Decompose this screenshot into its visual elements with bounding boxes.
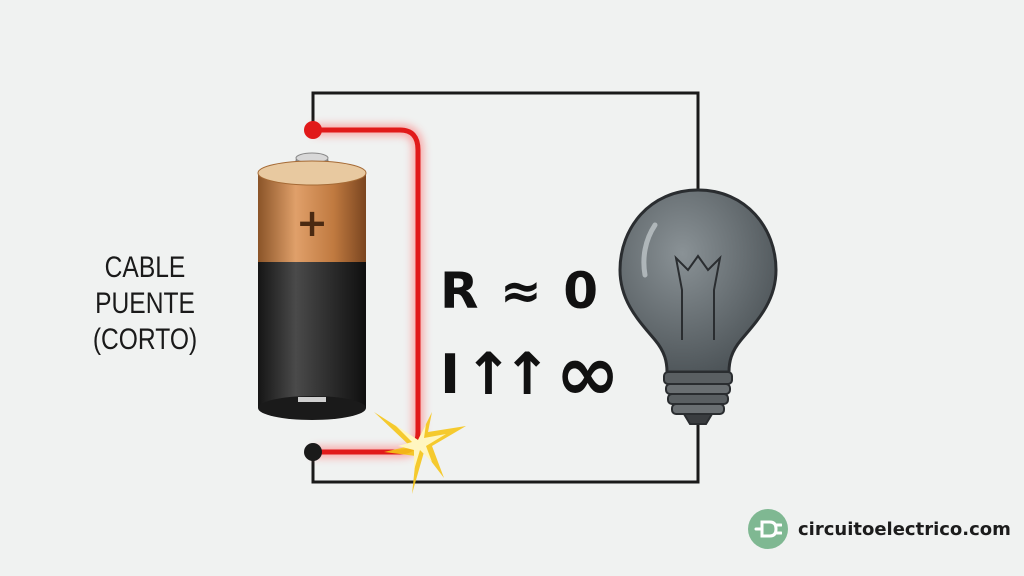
approx-symbol: ≈ <box>499 262 544 320</box>
battery-copper-top <box>258 172 366 272</box>
battery-plus-sign: + <box>296 201 328 245</box>
current-formula: I ↑↑ ∞ <box>440 329 621 419</box>
infinity-symbol: ∞ <box>555 329 621 419</box>
spark-icon <box>374 412 466 494</box>
battery <box>257 152 367 420</box>
top-wire <box>311 91 700 200</box>
negative-terminal-dot <box>304 443 322 461</box>
battery-black-body <box>258 262 366 408</box>
positive-terminal-dot <box>304 121 322 139</box>
jumper-label-line1: CABLE PUENTE <box>95 251 195 320</box>
bottom-wire <box>311 390 700 484</box>
resistance-value: 0 <box>563 262 601 320</box>
battery-minus-sign <box>298 397 326 402</box>
current-symbol: I <box>440 342 461 406</box>
light-bulb-icon <box>618 188 778 425</box>
brand-text: circuitoelectrico.com <box>798 518 1011 540</box>
resistance-formula: R ≈ 0 <box>440 262 600 320</box>
jumper-cable-label: CABLE PUENTE (CORTO) <box>59 250 231 358</box>
up-arrows-icon: ↑↑ <box>464 340 551 408</box>
resistance-symbol: R <box>440 262 481 320</box>
jumper-label-line2: (CORTO) <box>92 323 198 356</box>
brand-watermark: circuitoelectrico.com <box>748 508 1011 550</box>
plug-icon <box>748 509 788 549</box>
circuit-wires <box>311 91 700 484</box>
